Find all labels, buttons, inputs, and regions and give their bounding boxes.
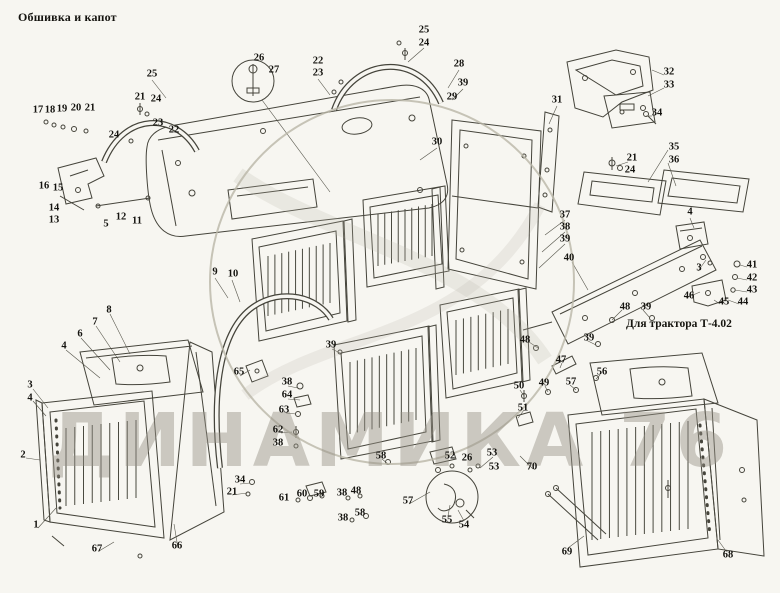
frame-tubes <box>101 64 444 469</box>
frame-tubes-inner <box>102 65 443 469</box>
page-title: Обшивка и капот <box>18 10 117 24</box>
variant-note: Для трактора Т-4.02 <box>626 318 732 330</box>
parts-lineart <box>35 40 765 568</box>
watermark-logo <box>209 99 575 465</box>
leader-lines <box>25 47 748 552</box>
